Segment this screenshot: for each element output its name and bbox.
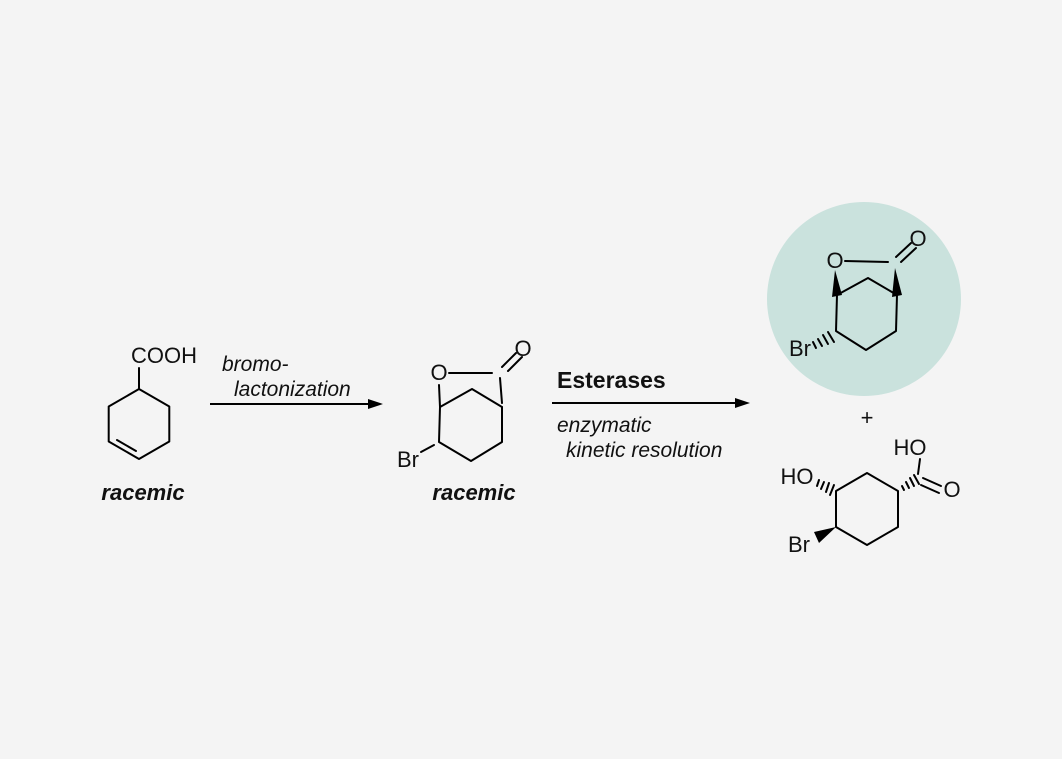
intermediate-ring-oxygen-label: O xyxy=(430,360,447,385)
reaction-arrow-2 xyxy=(552,398,750,408)
intermediate-bromine-label: Br xyxy=(397,447,419,472)
hash-mark xyxy=(829,484,835,496)
intermediate-carbonyl-oxygen-label: O xyxy=(514,336,531,361)
acid-double-bond-2 xyxy=(920,484,940,494)
step2-condition-line2: kinetic resolution xyxy=(566,439,722,462)
ring-bridge-bonds xyxy=(836,277,898,296)
hash-mark xyxy=(901,485,905,491)
ring-to-oxygen-bond xyxy=(438,384,441,408)
hash-mark xyxy=(816,479,820,487)
reactant-cooh-label: COOH xyxy=(131,343,197,368)
reactant-caption: racemic xyxy=(101,480,184,505)
product-acid-structure xyxy=(835,458,942,546)
carbonyl-double-bond-1 xyxy=(501,352,517,368)
hash-mark xyxy=(825,482,830,493)
hash-mark xyxy=(905,481,910,489)
product-lactone-ring-oxygen-label: O xyxy=(826,248,843,273)
hash-mark xyxy=(909,477,915,487)
carbonyl-double-bond-1 xyxy=(895,242,912,258)
hash-mark xyxy=(817,338,823,347)
hash-mark xyxy=(820,481,825,490)
carbonyl-wedge-bond xyxy=(892,268,902,297)
reaction-arrow-1 xyxy=(210,399,383,409)
product-acid-hydroxyl-hash-bond xyxy=(816,479,835,496)
product-acid-acid-hydroxyl-label: HO xyxy=(894,435,927,460)
acid-oh-bond xyxy=(917,458,921,475)
product-acid-bromine-label: Br xyxy=(788,532,810,557)
carbonyl-to-ring-bond xyxy=(499,377,503,404)
step2-enzyme-label: Esterases xyxy=(557,367,666,393)
plus-sign: + xyxy=(861,405,874,430)
step1-label-line1: bromo- xyxy=(222,353,289,376)
hash-mark xyxy=(822,334,829,345)
bromine-bond xyxy=(420,444,435,453)
product-acid-carbonyl-oxygen-label: O xyxy=(943,477,960,502)
carbonyl-double-bond-2 xyxy=(900,247,917,263)
product-lactone-bromine-hash-bond xyxy=(812,331,835,349)
product-highlight-circle xyxy=(767,202,961,396)
step1-label-line2: lactonization xyxy=(234,378,351,401)
reactant-alkene-inner-bond xyxy=(116,439,137,452)
carbonyl-double-bond-2 xyxy=(507,356,523,372)
product-lactone-wedges xyxy=(832,268,902,297)
hash-mark xyxy=(913,474,920,485)
hash-mark xyxy=(827,331,835,343)
product-acid-bromine-wedge-bond xyxy=(814,527,836,543)
intermediate-structure xyxy=(420,352,523,462)
step2-condition-line1: enzymatic xyxy=(557,414,652,437)
ring-bridge-bonds xyxy=(439,388,503,408)
product-lactone-carbonyl-oxygen-label: O xyxy=(909,226,926,251)
intermediate-caption: racemic xyxy=(432,480,515,505)
acid-double-bond-1 xyxy=(922,477,942,487)
oxygen-wedge-bond xyxy=(832,270,842,297)
product-lactone-structure xyxy=(835,242,917,351)
arrow-head xyxy=(368,399,383,409)
reactant-structure xyxy=(107,367,171,460)
reactant-ring xyxy=(107,388,171,460)
product-acid-ring-hydroxyl-label: HO xyxy=(781,464,814,489)
arrow-head xyxy=(735,398,750,408)
product-acid-carboxyl-hash-bond xyxy=(901,474,920,491)
ring-back-bonds xyxy=(835,294,898,351)
ring-back-bonds xyxy=(438,406,503,462)
ring-bonds xyxy=(835,472,899,546)
hash-mark xyxy=(812,341,817,349)
oxygen-carbonyl-bond xyxy=(844,260,889,263)
product-lactone-bromine-label: Br xyxy=(789,336,811,361)
